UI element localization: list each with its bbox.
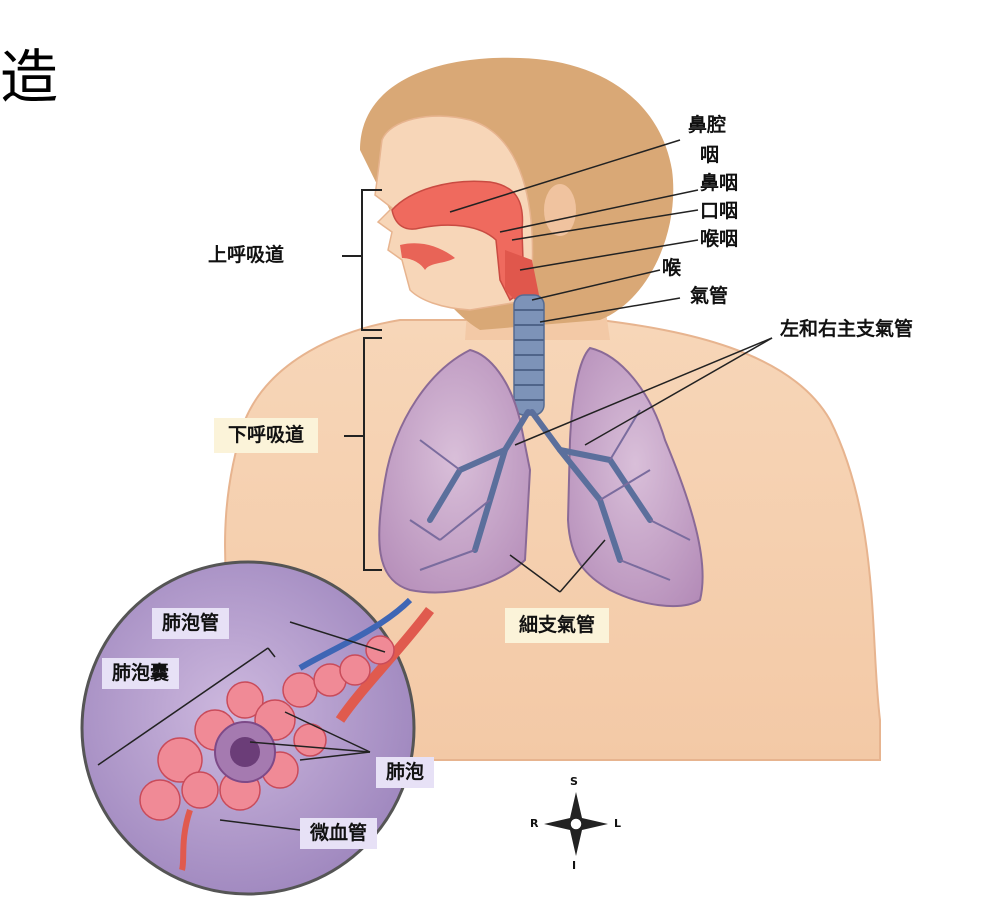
compass-superior: S bbox=[570, 776, 578, 787]
label-capillaries: 微血管 bbox=[300, 818, 377, 849]
compass-left: L bbox=[614, 818, 621, 829]
trachea-tube bbox=[514, 295, 544, 415]
ear bbox=[544, 184, 576, 236]
compass-inferior: I bbox=[572, 860, 576, 871]
label-alveolar-sac: 肺泡囊 bbox=[102, 658, 179, 689]
label-nasopharynx: 鼻咽 bbox=[700, 174, 738, 193]
label-laryngopharynx: 喉咽 bbox=[700, 230, 738, 249]
label-bronchioles: 細支氣管 bbox=[505, 608, 609, 643]
label-oropharynx: 口咽 bbox=[700, 202, 738, 221]
compass-rose bbox=[544, 792, 608, 856]
compass-right: R bbox=[530, 818, 538, 829]
upper-tract-bracket bbox=[362, 190, 382, 330]
label-pharynx: 咽 bbox=[700, 146, 719, 165]
label-larynx: 喉 bbox=[662, 259, 681, 278]
label-trachea: 氣管 bbox=[690, 287, 728, 306]
title-fragment: 造 bbox=[0, 48, 58, 106]
label-main-bronchi: 左和右主支氣管 bbox=[780, 320, 913, 339]
label-lower-tract: 下呼吸道 bbox=[214, 418, 318, 453]
label-alveoli: 肺泡 bbox=[376, 757, 434, 788]
label-upper-tract: 上呼吸道 bbox=[208, 246, 284, 265]
label-nasal-cavity: 鼻腔 bbox=[688, 116, 726, 135]
label-alveolar-duct: 肺泡管 bbox=[152, 608, 229, 639]
